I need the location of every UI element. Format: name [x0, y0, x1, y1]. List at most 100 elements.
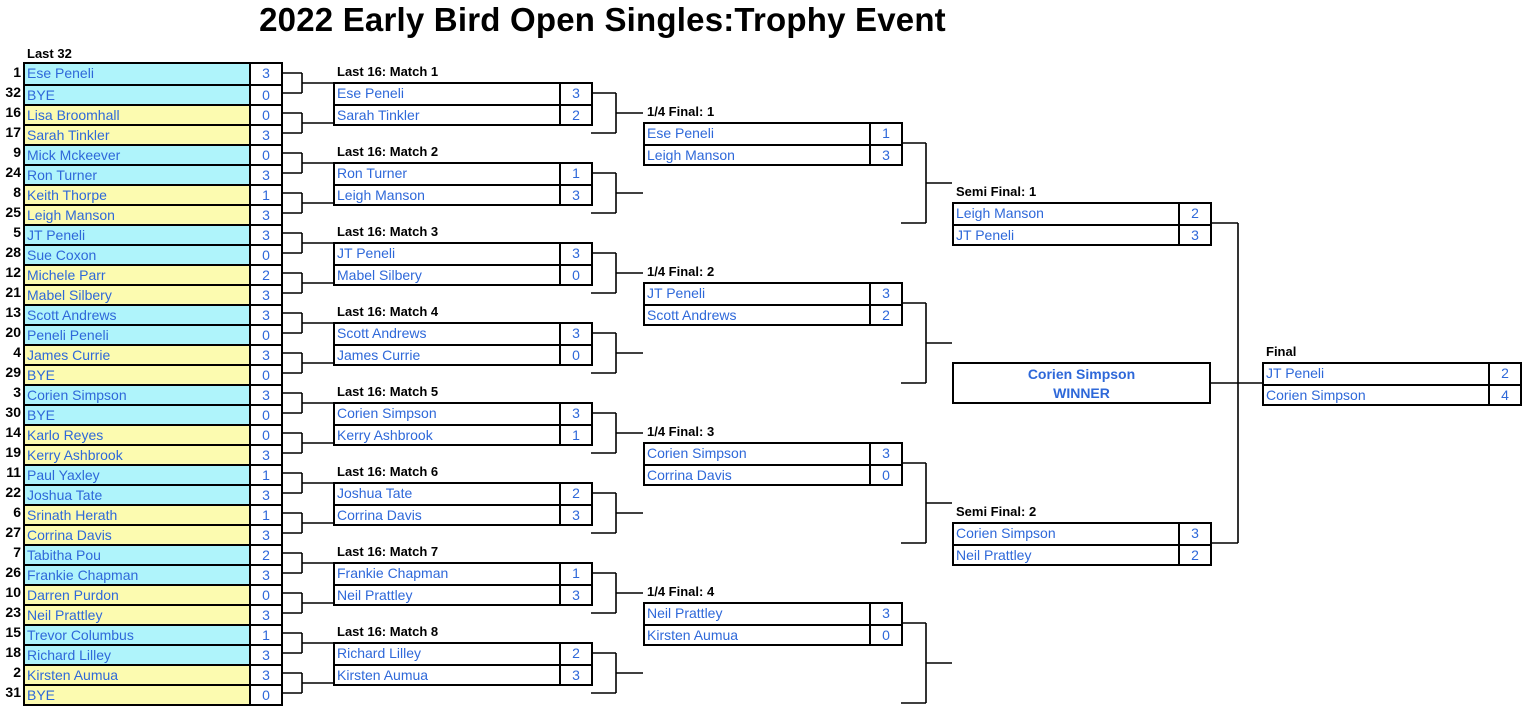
page-title: 2022 Early Bird Open Singles:Trophy Even…: [259, 1, 946, 38]
player-name: Mabel Silbery: [25, 286, 251, 304]
sf-match-label: Semi Final: 1: [956, 184, 1037, 199]
r16-match-label: Last 16: Match 7: [337, 544, 439, 559]
seed-number: 3: [13, 384, 21, 400]
player-score: 1: [572, 427, 580, 443]
player-score: 2: [262, 547, 270, 563]
player-name: James Currie: [335, 346, 561, 364]
player-score: 0: [262, 87, 270, 103]
seed-number: 24: [5, 164, 21, 180]
player-score: 3: [262, 387, 270, 403]
player-score: 3: [262, 167, 270, 183]
player-score: 3: [572, 587, 580, 603]
player-score: 2: [882, 307, 890, 323]
player-score: 0: [262, 367, 270, 383]
player-score: 0: [882, 627, 890, 643]
player-row: Corrina Davis 0: [645, 464, 901, 484]
player-score: 4: [1501, 387, 1509, 403]
player-name: Trevor Columbus: [25, 626, 251, 644]
player-row: Ese Peneli 3: [335, 84, 591, 104]
player-row: BYE 0: [25, 364, 281, 384]
player-name: James Currie: [25, 346, 251, 364]
player-name: BYE: [25, 366, 251, 384]
player-score: 2: [262, 267, 270, 283]
winner-label: WINNER: [1053, 385, 1110, 401]
seed-number: 11: [6, 464, 21, 480]
player-row: BYE 0: [25, 404, 281, 424]
player-score: 0: [262, 587, 270, 603]
player-score: 3: [572, 405, 580, 421]
r16-match-label: Last 16: Match 8: [337, 624, 439, 639]
final-label: Final: [1266, 344, 1297, 359]
player-score: 0: [882, 467, 890, 483]
player-name: Richard Lilley: [25, 646, 251, 664]
player-score: 2: [572, 485, 580, 501]
player-name: Joshua Tate: [25, 486, 251, 504]
player-row: Tabitha Pou 2: [25, 544, 281, 564]
player-name: Corrina Davis: [645, 466, 871, 484]
player-score: 3: [1191, 525, 1199, 541]
player-score: 0: [262, 407, 270, 423]
player-name: Darren Purdon: [25, 586, 251, 604]
player-name: BYE: [25, 406, 251, 424]
player-name: Paul Yaxley: [25, 466, 251, 484]
player-name: Neil Prattley: [335, 586, 561, 604]
player-row: Neil Prattley 3: [335, 584, 591, 604]
player-name: Neil Prattley: [954, 546, 1180, 564]
player-score: 2: [1501, 365, 1509, 381]
player-name: Peneli Peneli: [25, 326, 251, 344]
player-name: Srinath Herath: [25, 506, 251, 524]
seed-number: 30: [5, 404, 21, 420]
player-score: 0: [572, 347, 580, 363]
player-name: Leigh Manson: [335, 186, 561, 204]
player-name: Richard Lilley: [335, 644, 561, 664]
player-name: Ese Peneli: [335, 84, 561, 104]
player-score: 0: [262, 247, 270, 263]
player-score: 2: [572, 645, 580, 661]
player-score: 1: [262, 187, 270, 203]
seed-number: 5: [13, 224, 21, 240]
seed-number: 17: [5, 124, 21, 140]
seed-number: 9: [13, 144, 21, 160]
player-score: 3: [572, 85, 580, 101]
player-name: Scott Andrews: [645, 306, 871, 324]
r16-match-label: Last 16: Match 3: [337, 224, 439, 239]
player-score: 3: [572, 325, 580, 341]
player-score: 3: [262, 227, 270, 243]
qf-match-label: 1/4 Final: 1: [647, 104, 715, 119]
player-score: 0: [572, 267, 580, 283]
player-name: Tabitha Pou: [25, 546, 251, 564]
player-score: 3: [262, 127, 270, 143]
player-row: Darren Purdon 0: [25, 584, 281, 604]
player-score: 1: [882, 125, 890, 141]
seed-number: 15: [5, 624, 21, 640]
